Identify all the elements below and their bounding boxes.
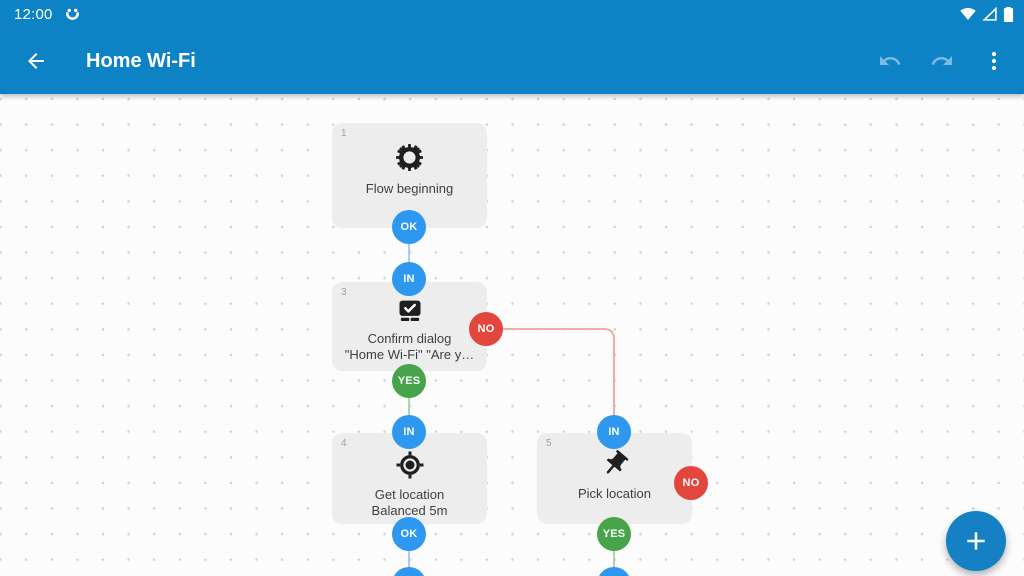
connector-label: YES	[602, 528, 626, 540]
connector-label: NO	[477, 323, 495, 335]
block-title: Flow beginning	[365, 181, 454, 196]
location-crosshair-icon	[395, 450, 425, 480]
connector-yes-pick-location[interactable]: YES	[597, 517, 631, 551]
undo-icon	[878, 49, 902, 73]
wire-no-to-in	[486, 328, 615, 432]
block-subtitle: "Home Wi-Fi" "Are y…	[344, 346, 475, 362]
page-title: Home Wi-Fi	[86, 49, 196, 72]
app-bar: Home Wi-Fi	[0, 28, 1024, 94]
block-subtitle: Balanced 5m	[371, 502, 448, 518]
connector-label: IN	[608, 426, 620, 438]
connector-ok-flow-beginning[interactable]: OK	[392, 210, 426, 244]
block-number: 1	[341, 128, 347, 139]
connector-ok-get-location[interactable]: OK	[392, 517, 426, 551]
gear-icon	[394, 142, 425, 173]
connector-label: IN	[403, 273, 415, 285]
flow-block-confirm-dialog[interactable]: 3 Confirm dialog "Home Wi-Fi" "Are y…	[332, 282, 487, 371]
wifi-icon	[959, 6, 977, 22]
redo-button[interactable]	[922, 41, 962, 81]
back-button[interactable]	[16, 41, 56, 81]
block-number: 5	[546, 438, 552, 449]
connector-partial-right[interactable]	[597, 567, 631, 576]
cell-signal-icon	[981, 6, 999, 22]
block-number: 4	[341, 438, 347, 449]
connector-yes-confirm-dialog[interactable]: YES	[392, 364, 426, 398]
battery-icon	[1003, 6, 1014, 23]
connector-in-pick-location[interactable]: IN	[597, 415, 631, 449]
block-title: Confirm dialog	[367, 331, 452, 346]
connector-label: YES	[397, 375, 421, 387]
plus-icon	[963, 528, 989, 554]
undo-button[interactable]	[870, 41, 910, 81]
block-number: 3	[341, 287, 347, 298]
connector-no-confirm-dialog[interactable]: NO	[469, 312, 503, 346]
connector-label: NO	[682, 477, 700, 489]
connection-wires	[408, 227, 615, 576]
block-title: Pick location	[578, 486, 651, 501]
connector-label: OK	[400, 221, 418, 233]
pushpin-icon	[600, 449, 630, 479]
status-clock: 12:00	[14, 5, 53, 23]
connector-in-get-location[interactable]: IN	[392, 415, 426, 449]
add-block-fab[interactable]	[946, 511, 1006, 571]
status-bar: 12:00	[0, 0, 1024, 28]
back-arrow-icon	[24, 49, 48, 73]
more-vert-icon	[982, 49, 1006, 73]
connector-partial-left[interactable]	[392, 567, 426, 576]
confirm-dialog-icon	[396, 296, 424, 324]
block-title: Get location	[374, 487, 445, 502]
redo-icon	[930, 49, 954, 73]
overflow-menu-button[interactable]	[974, 41, 1014, 81]
connector-no-pick-location[interactable]: NO	[674, 466, 708, 500]
connector-in-confirm-dialog[interactable]: IN	[392, 262, 426, 296]
flow-canvas[interactable]: 1 Flow beginning	[0, 94, 1024, 576]
automate-smiley-icon	[64, 6, 81, 23]
connector-label: OK	[400, 528, 418, 540]
connector-label: IN	[403, 426, 415, 438]
